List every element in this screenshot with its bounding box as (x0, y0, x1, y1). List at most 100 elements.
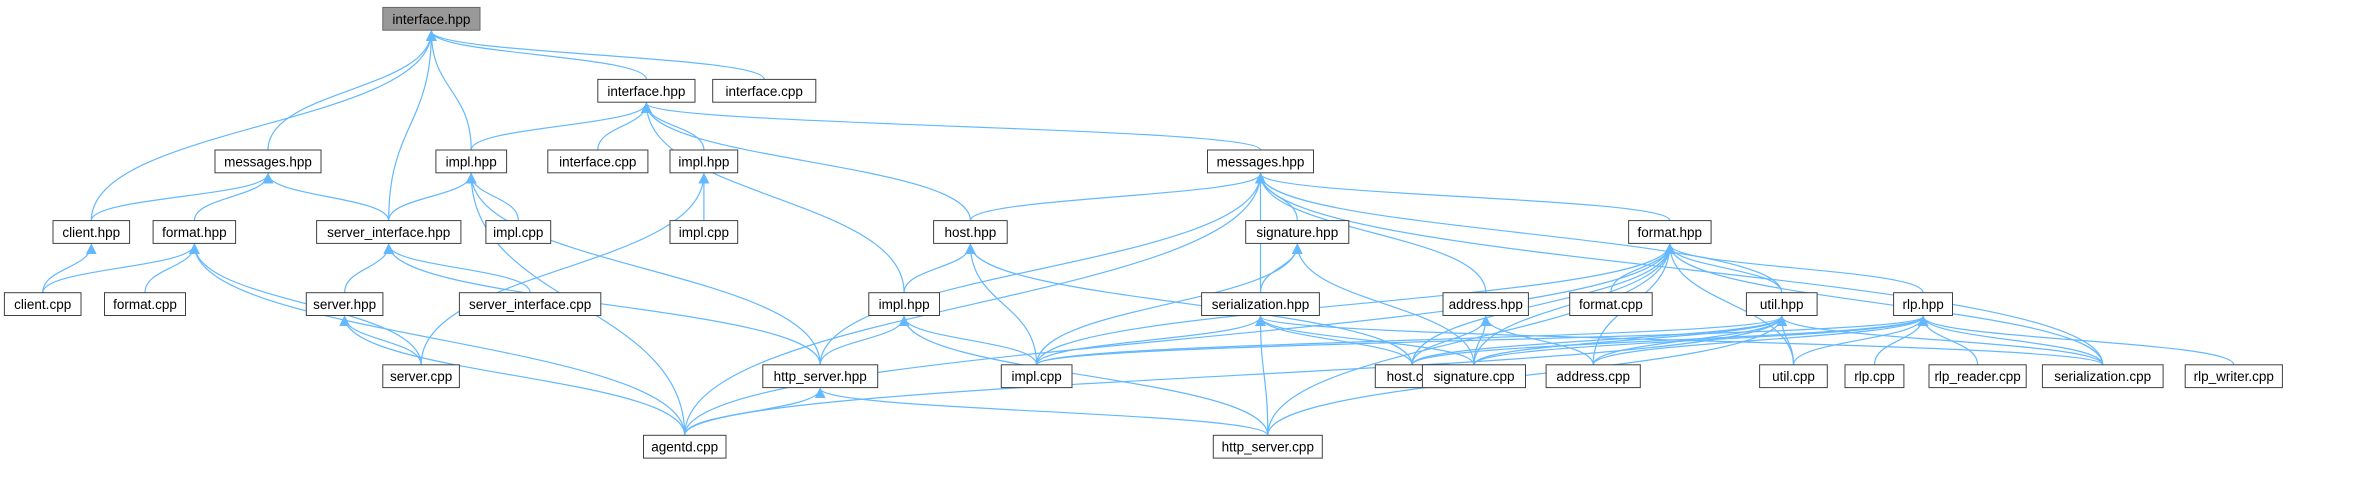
node-box (1893, 292, 1953, 317)
node-box (669, 149, 739, 174)
node-box (712, 78, 817, 103)
node-box (2041, 364, 2164, 389)
node-server-cpp[interactable]: server.cpp (382, 364, 460, 389)
edge-n29-to-n24 (1411, 315, 1787, 366)
node-interface-cpp[interactable]: interface.cpp (712, 78, 817, 103)
node-rlp-writer-cpp[interactable]: rlp_writer.cpp (2184, 364, 2283, 389)
node-impl-cpp[interactable]: impl.cpp (485, 220, 552, 244)
node-box (152, 220, 237, 244)
node-box (104, 292, 186, 317)
node-address-hpp[interactable]: address.hpp (1442, 292, 1529, 317)
edge-n31-to-n25 (1592, 315, 1929, 366)
edge-n37-to-n7 (684, 172, 1266, 436)
node-label: signature.cpp (1433, 369, 1514, 384)
node-box (933, 220, 1008, 244)
node-format-hpp[interactable]: format.hpp (152, 220, 237, 244)
node-signature-hpp[interactable]: signature.hpp (1245, 220, 1350, 244)
node-box (1212, 434, 1323, 459)
edge-n1-to-n0 (426, 30, 647, 80)
edge-layer (42, 30, 2235, 436)
node-messages-hpp[interactable]: messages.hpp (1207, 149, 1314, 174)
node-box (382, 6, 481, 31)
node-impl-hpp[interactable]: impl.hpp (435, 149, 508, 174)
node-client-cpp[interactable]: client.cpp (3, 292, 82, 317)
node-label: serialization.hpp (1212, 297, 1310, 312)
node-util-cpp[interactable]: util.cpp (1759, 364, 1828, 389)
node-label: client.cpp (14, 297, 71, 312)
node-format-hpp[interactable]: format.hpp (1628, 220, 1712, 244)
node-server-hpp[interactable]: server.hpp (305, 292, 384, 317)
node-client-hpp[interactable]: client.hpp (52, 220, 131, 244)
node-impl-cpp[interactable]: impl.cpp (1000, 364, 1073, 389)
node-label: signature.hpp (1256, 225, 1338, 240)
node-box (485, 220, 552, 244)
node-format-cpp[interactable]: format.cpp (104, 292, 186, 317)
node-interface-cpp[interactable]: interface.cpp (547, 149, 649, 174)
node-messages-hpp[interactable]: messages.hpp (214, 149, 322, 174)
node-box (382, 364, 460, 389)
node-box (1745, 292, 1818, 317)
edge-n27-to-n7 (819, 172, 1266, 365)
edge-n26-to-n18 (339, 315, 422, 365)
edge-n37-to-n18 (339, 315, 686, 436)
node-impl-hpp[interactable]: impl.hpp (868, 292, 940, 317)
node-serialization-hpp[interactable]: serialization.hpp (1201, 292, 1320, 317)
edge-n30-to-n24 (1473, 315, 1787, 366)
node-label: impl.hpp (446, 154, 497, 169)
edge-n3-to-n0 (267, 30, 437, 151)
edge-n30-to-n25 (1473, 315, 1929, 366)
node-box (2184, 364, 2283, 389)
node-http-server-hpp[interactable]: http_server.hpp (762, 364, 879, 389)
node-box (1928, 364, 2027, 389)
edge-n16-to-n8 (42, 243, 97, 293)
node-box (214, 149, 322, 174)
node-rlp-reader-cpp[interactable]: rlp_reader.cpp (1928, 364, 2027, 389)
node-format-cpp[interactable]: format.cpp (1569, 292, 1653, 317)
node-box (1201, 292, 1320, 317)
edge-n8-to-n0 (90, 30, 437, 221)
node-box (1545, 364, 1641, 389)
edge-n28-to-n14 (1036, 243, 1303, 365)
node-impl-hpp[interactable]: impl.hpp (669, 149, 739, 174)
edge-n13-to-n1 (641, 102, 971, 221)
node-box (316, 220, 462, 244)
node-box (547, 149, 649, 174)
node-util-hpp[interactable]: util.hpp (1745, 292, 1818, 317)
node-impl-cpp[interactable]: impl.cpp (669, 220, 739, 244)
edge-n35-to-n7 (1255, 172, 2104, 365)
edge-n27-to-n4 (465, 172, 821, 365)
edge-n27-to-n20 (819, 315, 910, 365)
edge-n32-to-n24 (1776, 315, 1795, 365)
edge-n15-to-n7 (1255, 172, 1671, 222)
node-label: server_interface.hpp (327, 225, 450, 240)
node-label: address.hpp (1449, 297, 1523, 312)
node-host-hpp[interactable]: host.hpp (933, 220, 1008, 244)
node-rlp-cpp[interactable]: rlp.cpp (1844, 364, 1905, 389)
node-box (1844, 364, 1905, 389)
edge-n28-to-n24 (1036, 315, 1787, 366)
edge-n38-to-n20 (898, 315, 1269, 436)
node-label: impl.cpp (679, 225, 729, 240)
edge-n16-to-n9 (42, 243, 200, 293)
node-box (669, 220, 739, 244)
node-agentd-cpp[interactable]: agentd.cpp (643, 434, 727, 459)
edge-n17-to-n9 (144, 243, 200, 293)
node-address-cpp[interactable]: address.cpp (1545, 364, 1641, 389)
node-server-interface-hpp[interactable]: server_interface.hpp (316, 220, 462, 244)
node-label: interface.hpp (392, 12, 470, 27)
node-signature-cpp[interactable]: signature.cpp (1421, 364, 1527, 389)
node-interface-hpp[interactable]: interface.hpp (597, 78, 696, 103)
node-server-interface-cpp[interactable]: server_interface.cpp (458, 292, 602, 317)
node-label: impl.cpp (1011, 369, 1061, 384)
edge-n35-to-n25 (1917, 315, 2104, 365)
node-box (1442, 292, 1529, 317)
edge-n29-to-n25 (1411, 315, 1929, 366)
node-rlp-hpp[interactable]: rlp.hpp (1893, 292, 1953, 317)
node-box (1000, 364, 1073, 389)
edge-n37-to-n15 (684, 243, 1676, 436)
node-label: format.cpp (113, 297, 177, 312)
node-interface-hpp[interactable]: interface.hpp (382, 6, 481, 31)
node-http-server-cpp[interactable]: http_server.cpp (1212, 434, 1323, 459)
node-serialization-cpp[interactable]: serialization.cpp (2041, 364, 2164, 389)
